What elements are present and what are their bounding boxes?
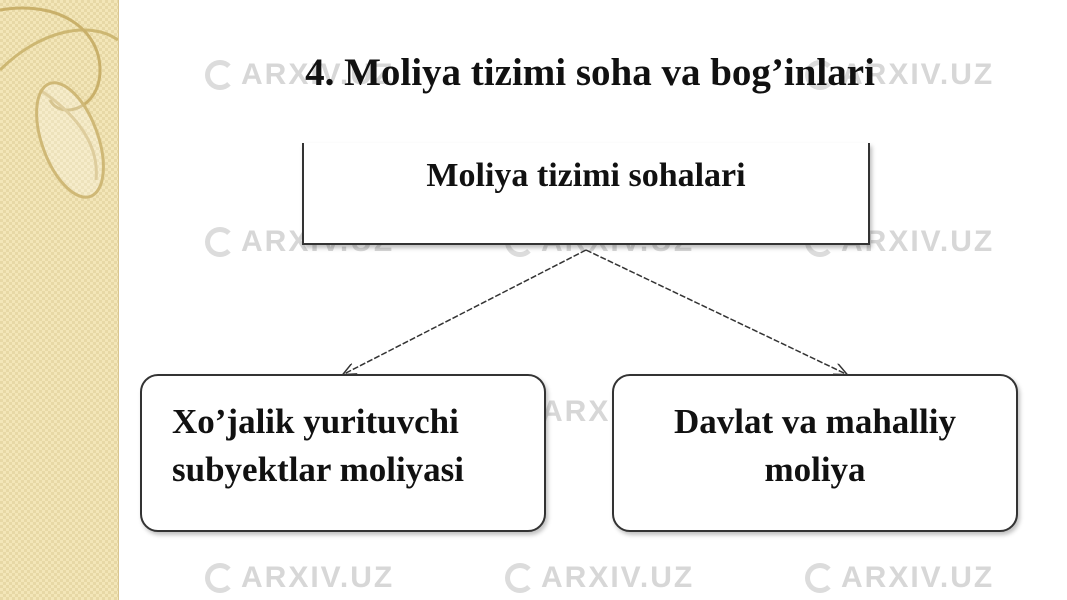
connector-right	[585, 249, 846, 374]
child-node-box-right: Davlat va mahalliy moliya	[612, 374, 1018, 532]
root-node-label: Moliya tizimi sohalari	[426, 157, 746, 194]
decorative-swirl-graphic	[0, 6, 118, 199]
child-node-box-left: Xo’jalik yurituvchi subyektlar moliyasi	[140, 374, 546, 532]
root-node-box: Moliya tizimi sohalari	[302, 143, 870, 245]
decorative-side-panel	[0, 0, 119, 600]
connector-left	[344, 249, 587, 374]
slide-title: 4. Moliya tizimi soha va bog’inlari	[305, 51, 875, 94]
child-node-label-left: Xo’jalik yurituvchi subyektlar moliyasi	[172, 402, 465, 489]
child-node-label-right: Davlat va mahalliy moliya	[674, 402, 956, 489]
